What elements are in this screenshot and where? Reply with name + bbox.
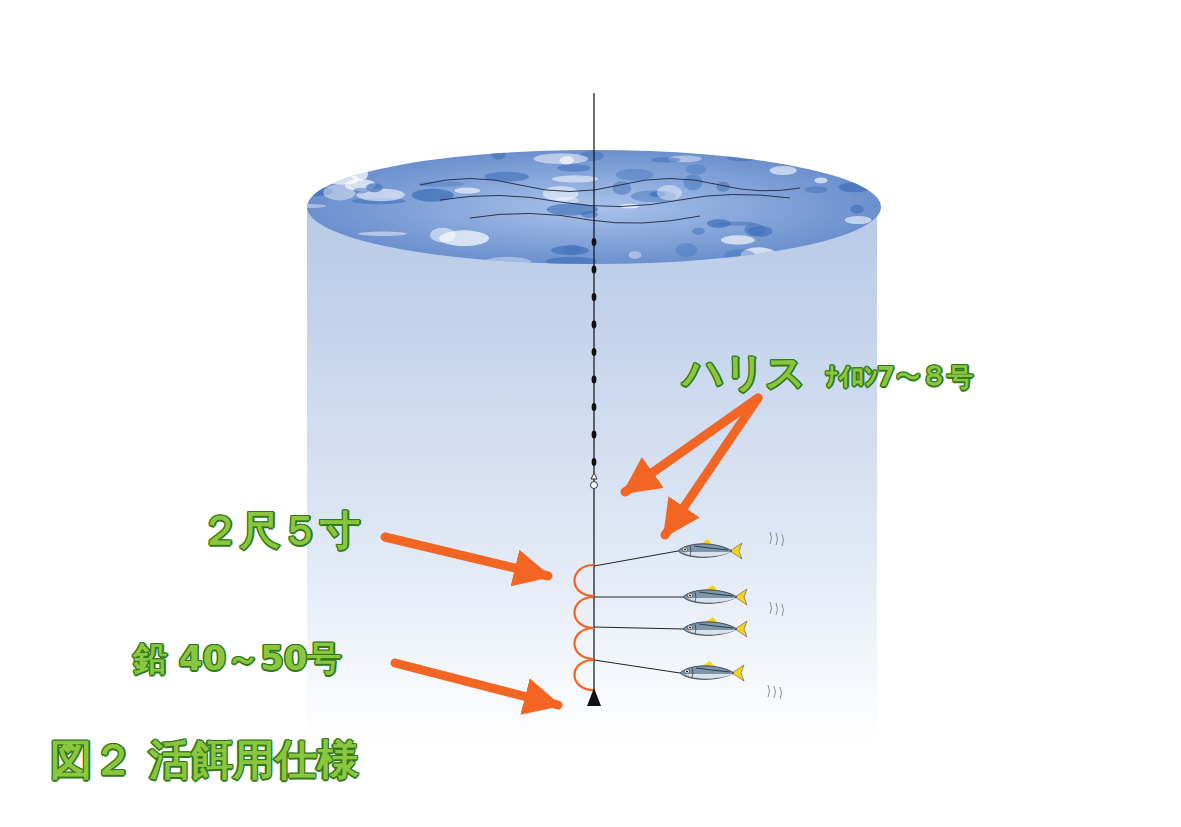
leader-arrows [385, 398, 758, 705]
length-loops [575, 565, 595, 690]
main-line [593, 93, 594, 695]
branch-lines-and-fish [594, 532, 784, 699]
leader-label: ハリス [683, 350, 806, 394]
sinker [587, 688, 601, 706]
figure-caption: 図２ 活餌用仕様 [50, 737, 359, 783]
line-beads [592, 238, 597, 466]
sinker-label: 鉛 40～50号 [133, 640, 341, 677]
leader-spec: ﾅｲﾛﾝ7～８号 [825, 363, 973, 392]
wave-lines [420, 179, 800, 224]
swivel [591, 473, 598, 489]
water-column [307, 207, 877, 742]
length-label: ２尺５寸 [200, 508, 360, 552]
water-texture [294, 142, 871, 268]
